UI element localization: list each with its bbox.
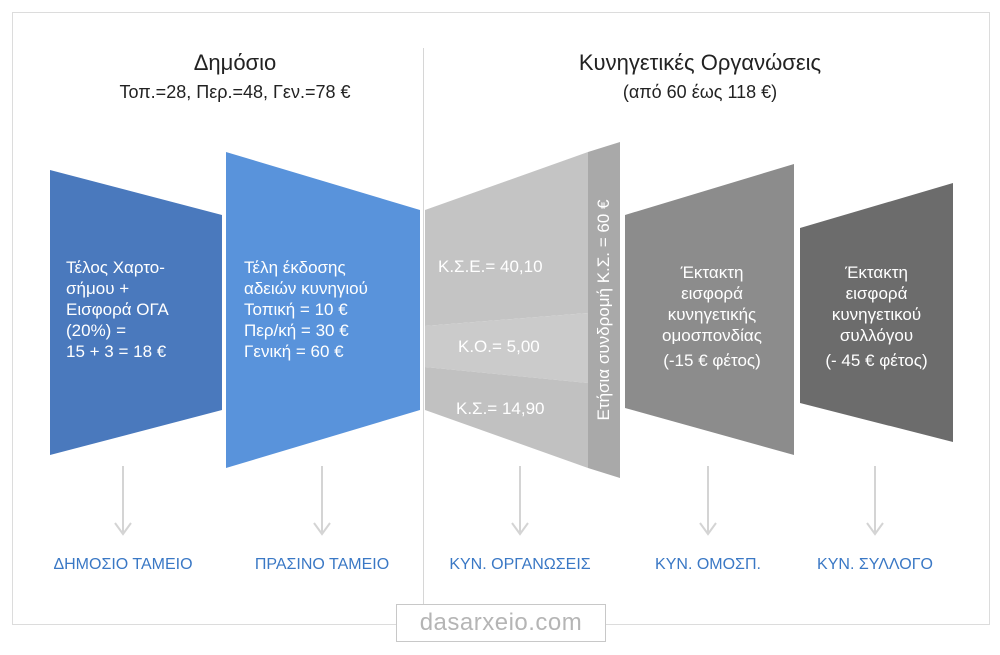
text-line: Έκτακτη	[680, 263, 744, 282]
ks-band	[425, 367, 588, 468]
text-line: κυνηγετικού	[831, 305, 922, 324]
arrow-down-icon	[511, 466, 529, 536]
text-line: 15 + 3 = 18 €	[66, 342, 167, 361]
public-header: Δημόσιο Τοπ.=28, Περ.=48, Γεν.=78 €	[40, 50, 430, 103]
kse-band	[425, 152, 588, 326]
text-line: Γενική = 60 €	[244, 342, 344, 361]
text-line: εισφορά	[845, 284, 908, 303]
license-fee-text: Τέλη έκδοσης αδειών κυνηγιού Τοπική = 10…	[244, 257, 419, 362]
text-line: (-15 € φέτος)	[663, 351, 761, 370]
destination-hunting-orgs: ΚΥΝ. ΟΡΓΑΝΩΣΕΙΣ	[449, 556, 591, 573]
orgs-header: Κυνηγετικές Οργανώσεις (από 60 έως 118 €…	[440, 50, 960, 103]
ks-label: Κ.Σ.= 14,90	[456, 399, 545, 418]
text-line: Έκτακτη	[845, 263, 908, 282]
text-line: συλλόγου	[839, 326, 914, 345]
annual-fee-label: Ετήσια συνδρομή Κ.Σ. = 60 €	[594, 199, 613, 421]
license-fee-shape	[226, 152, 420, 468]
text-line: (- 45 € φέτος)	[825, 351, 928, 370]
federation-levy-text: Έκτακτη εισφορά κυνηγετικής ομοσπονδίας …	[630, 262, 794, 371]
watermark: dasarxeio.com	[396, 604, 606, 642]
destination-club: ΚΥΝ. ΣΥΛΛΟΓΟ	[817, 556, 933, 573]
stamp-fee-text: Τέλος Χαρτο- σήμου + Εισφορά ΟΓΑ (20%) =…	[66, 257, 226, 362]
arrow-down-icon	[313, 466, 331, 536]
text-line: εισφορά	[681, 284, 743, 303]
text-line: κυνηγετικής	[667, 305, 757, 324]
orgs-title: Κυνηγετικές Οργανώσεις	[578, 50, 822, 75]
text-line: (20%) =	[66, 321, 126, 340]
kse-label: Κ.Σ.Ε.= 40,10	[438, 257, 543, 276]
federation-levy-shape	[625, 164, 794, 455]
text-line: σήμου +	[66, 279, 130, 298]
text-line: Εισφορά ΟΓΑ	[66, 300, 169, 319]
ko-label: Κ.Ο.= 5,00	[458, 337, 540, 356]
text-line: ομοσπονδίας	[662, 326, 762, 345]
club-levy-shape	[800, 183, 953, 442]
annual-fee-shape	[588, 142, 620, 478]
text-line: Τέλος Χαρτο-	[66, 258, 165, 277]
text-line: Τέλη έκδοσης	[244, 258, 346, 277]
ko-band	[425, 313, 588, 383]
public-subtitle: Τοπ.=28, Περ.=48, Γεν.=78 €	[119, 82, 351, 102]
text-line: αδειών κυνηγιού	[244, 279, 368, 298]
destination-public-treasury: ΔΗΜΟΣΙΟ ΤΑΜΕΙΟ	[53, 556, 193, 573]
arrow-down-icon	[866, 466, 884, 536]
destination-federation: ΚΥΝ. ΟΜΟΣΠ.	[655, 556, 761, 573]
orgs-subtitle: (από 60 έως 118 €)	[622, 82, 778, 102]
public-title: Δημόσιο	[193, 50, 277, 75]
destination-green-fund: ΠΡΑΣΙΝΟ ΤΑΜΕΙΟ	[254, 556, 390, 573]
section-divider	[423, 48, 424, 608]
arrow-down-icon	[699, 466, 717, 536]
text-line: Περ/κή = 30 €	[244, 321, 349, 340]
arrow-down-icon	[114, 466, 132, 536]
stamp-fee-shape	[50, 170, 222, 455]
club-levy-text: Έκτακτη εισφορά κυνηγετικού συλλόγου (- …	[800, 262, 953, 371]
text-line: Τοπική = 10 €	[244, 300, 348, 319]
